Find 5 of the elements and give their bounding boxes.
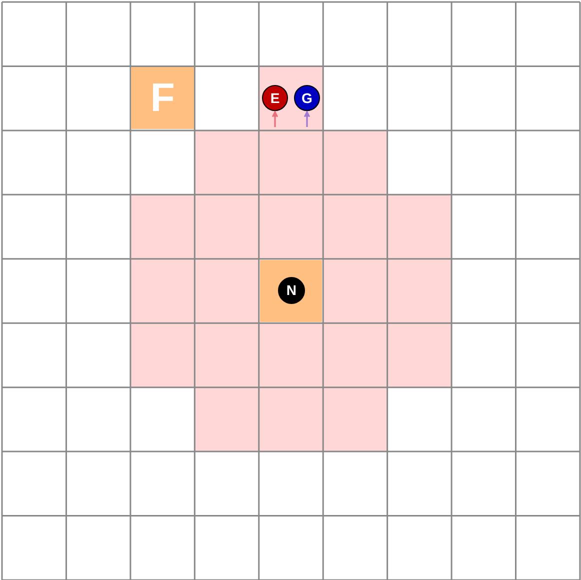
letter-marker: N [278,276,305,304]
arrow [272,110,278,127]
highlighted-cell [260,260,322,322]
highlighted-cell: F [131,67,194,130]
arrow [304,110,310,127]
